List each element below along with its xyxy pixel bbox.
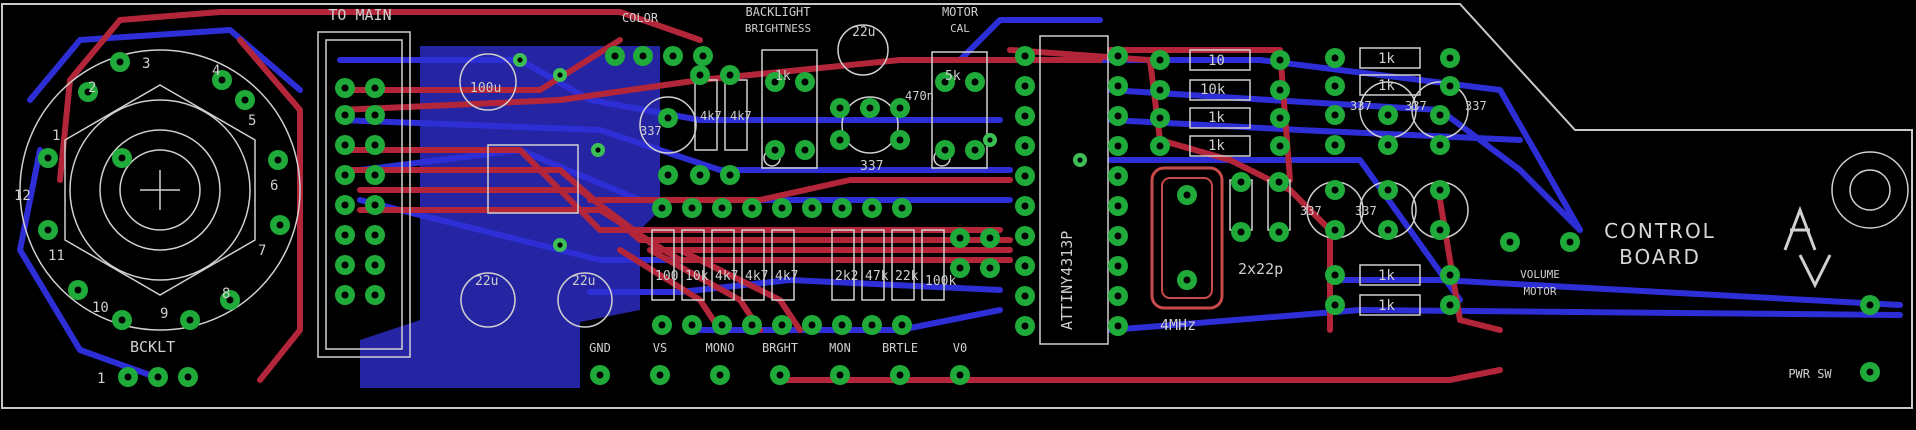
crystal-caps-label: 2x22p: [1238, 260, 1283, 278]
res-right-3: 1k: [1208, 110, 1225, 126]
board-outline: [1, 3, 1913, 409]
transistor-2: 337: [860, 159, 883, 174]
rotary-pos-12: 12: [14, 188, 31, 204]
pad-brght: BRGHT: [762, 341, 798, 355]
pad-brtle: BRTLE: [882, 341, 918, 355]
crystal-label: 4MHz: [1160, 316, 1196, 334]
rotary-pos-7: 7: [258, 243, 266, 259]
bcklt-label: BCKLT: [130, 338, 175, 356]
res-far-4: 1k: [1378, 298, 1395, 314]
res-mid-1: 4k7: [700, 109, 722, 123]
res-right-4: 1k: [1208, 138, 1225, 154]
res-row-5: 4k7: [775, 269, 798, 284]
rotary-pos-6: 6: [270, 178, 278, 194]
pwr-sw-label: PWR SW: [1788, 367, 1832, 381]
rotary-pos-4: 4: [212, 63, 220, 79]
transistor-4: 337: [1405, 99, 1427, 113]
cap-470n: 470n: [905, 89, 934, 103]
silk-labels: TO MAIN COLOR BACKLIGHT BRIGHTNESS MOTOR…: [14, 5, 1832, 387]
cap-22u-b: 22u: [572, 274, 595, 289]
res-row-8: 22k: [895, 269, 919, 284]
rotary-pos-9: 9: [160, 306, 168, 322]
motor-pad-label: MOTOR: [1523, 285, 1556, 298]
pad-mon: MON: [829, 341, 851, 355]
pad-mono: MONO: [706, 341, 735, 355]
res-row-3: 4k7: [715, 269, 738, 284]
volume-label: VOLUME: [1520, 268, 1560, 281]
cap-100u: 100u: [470, 81, 501, 96]
board-title-2: BOARD: [1619, 245, 1701, 269]
rotary-pos-1: 1: [52, 128, 60, 144]
motor-sub-label: CAL: [950, 22, 970, 35]
res-row-2: 10k: [685, 269, 709, 284]
res-right-2: 10k: [1200, 82, 1226, 98]
rotary-pos-5: 5: [248, 113, 256, 129]
color-label: COLOR: [622, 11, 659, 25]
pad-gnd: GND: [589, 341, 611, 355]
rotary-pos-3: 3: [142, 56, 150, 72]
trimmer-5k: 5k: [945, 69, 961, 84]
transistor-7: 337: [1465, 99, 1487, 113]
backlight-label: BACKLIGHT: [745, 5, 810, 19]
trimmer-1k: 1k: [775, 69, 791, 84]
transistor-6: 337: [1355, 204, 1377, 218]
silkscreen: [19, 24, 1909, 358]
res-far-1: 1k: [1378, 51, 1395, 67]
pads: [38, 46, 1880, 387]
transistor-1: 337: [640, 124, 662, 138]
rotary-pos-10: 10: [92, 300, 109, 316]
board-title-1: CONTROL: [1604, 219, 1716, 243]
res-right-1: 10: [1208, 53, 1225, 69]
motor-label: MOTOR: [942, 5, 979, 19]
pad-vs: VS: [653, 341, 667, 355]
pin1-label: 1: [97, 371, 105, 387]
res-row-9: 100k: [925, 274, 956, 289]
rotary-pos-11: 11: [48, 248, 65, 264]
cap-22u-a: 22u: [475, 274, 498, 289]
mcu-label: ATTINY4313P: [1058, 231, 1076, 330]
rotary-pos-2: 2: [88, 80, 96, 96]
rotary-pos-8: 8: [222, 286, 230, 302]
res-row-6: 2k2: [835, 269, 858, 284]
res-row-4: 4k7: [745, 269, 768, 284]
res-mid-2: 4k7: [730, 109, 752, 123]
top-traces: [57, 9, 1503, 383]
cap-22u-c: 22u: [852, 25, 875, 40]
res-far-3: 1k: [1378, 268, 1395, 284]
pad-v0: V0: [953, 341, 967, 355]
res-far-2: 1k: [1378, 78, 1395, 94]
transistor-5: 337: [1300, 204, 1322, 218]
to-main-label: TO MAIN: [328, 6, 391, 24]
brightness-label: BRIGHTNESS: [745, 22, 811, 35]
transistor-3: 337: [1350, 99, 1372, 113]
res-row-7: 47k: [865, 269, 889, 284]
res-row-1: 100: [655, 269, 678, 284]
